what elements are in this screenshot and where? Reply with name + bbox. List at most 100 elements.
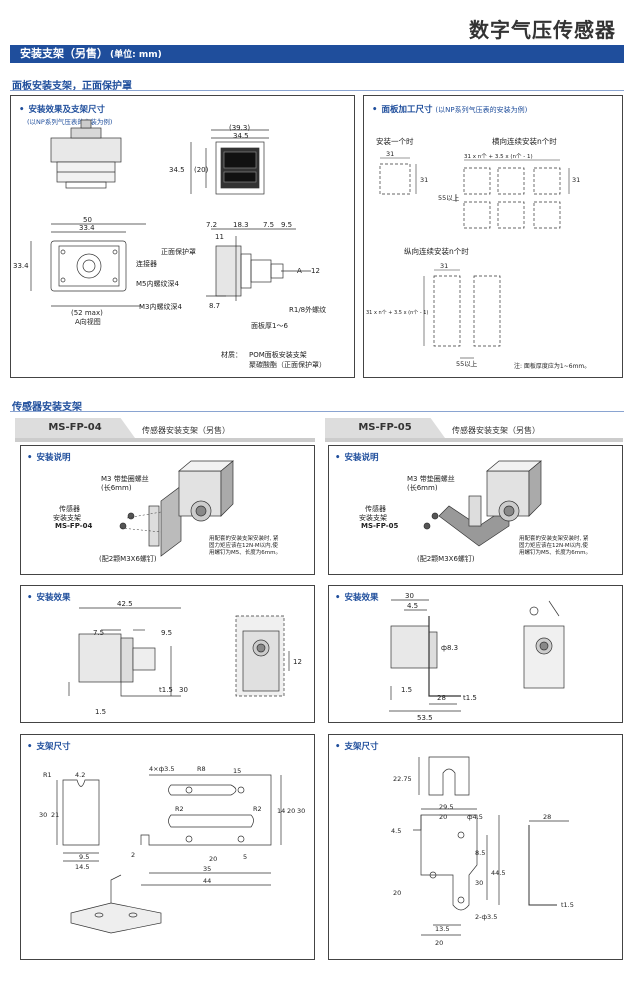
- fp05-model-label: MS-FP-05: [361, 522, 399, 530]
- fp05-note-line-1: 用配套的安装支架安装时, 紧: [519, 536, 589, 542]
- page-title: 数字气压传感器: [469, 18, 616, 42]
- fp05-effect-title: •安装效果: [335, 593, 379, 603]
- fp05-screw-length: (长6mm): [407, 484, 438, 492]
- fp05-install-title-text: 安装说明: [344, 453, 379, 463]
- fp04-bracket-label: 安装支架: [53, 514, 81, 522]
- fp05-size-13-5: 13.5: [435, 925, 449, 933]
- fp05-size-phi4-5: ф4.5: [467, 813, 483, 821]
- fp05-size-29-5: 29.5: [439, 803, 453, 811]
- fp05-install-title: •安装说明: [335, 453, 379, 463]
- fp05-screw-label: M3 带垫圈螺丝: [407, 475, 455, 483]
- fp05-sensor-label: 传感器: [365, 505, 386, 513]
- fp05-effect-panel: •安装效果 30 4.5 ф8.3 1.5 28 t1.5 53.5: [328, 585, 623, 723]
- callout-panel-thickness: 面板厚1～6: [251, 321, 288, 330]
- fp04-note-line-2: 固力矩应该在12N·M以内,使: [209, 543, 278, 549]
- panel-mount-drawing: (39.3) 34.5 34.5 (20) 50 33.4 33.4 (52 m…: [13, 119, 326, 330]
- fp04-size-r1: R1: [43, 771, 52, 779]
- fp04-effect-panel: •安装效果 42.5 7.5 9.5 12 t1.5 30 1.5: [20, 585, 315, 723]
- fp04-size-title-text: 支架尺寸: [36, 742, 71, 752]
- material-label: 材质：: [221, 351, 242, 359]
- tab-ms-fp-05-desc: 传感器安装支架（另售）: [452, 426, 540, 435]
- fp05-effect-dim-phi8-3: ф8.3: [441, 644, 458, 652]
- dim-a: A: [297, 267, 302, 275]
- fp05-effect-dim-28: 28: [437, 694, 446, 702]
- cut-footnote: 注: 面板厚度应为1~6mm。: [514, 362, 590, 370]
- fp05-effect-dim-30: 30: [405, 592, 414, 600]
- fp05-size-panel: •支架尺寸 22.75 29.5 20 ф4.5 4.5 8.5 44.5: [328, 734, 623, 960]
- fp04-sensor-label: 传感器: [59, 505, 80, 513]
- right-panel-title: •面板加工尺寸 (以NP系列气压表的安装为例): [372, 105, 528, 115]
- dim-11: 11: [215, 233, 224, 241]
- fp04-size-9-5: 9.5: [79, 853, 89, 861]
- panel-mount-divider: [10, 90, 624, 91]
- fp05-effect-drawing: 30 4.5 ф8.3 1.5 28 t1.5 53.5: [389, 592, 565, 722]
- fp05-size-t1-5: t1.5: [561, 901, 574, 909]
- dim-20: (20): [194, 166, 209, 174]
- fp04-size-5: 5: [243, 853, 247, 861]
- fp04-effect-title-text: 安装效果: [36, 593, 71, 603]
- fp04-size-title: •支架尺寸: [27, 742, 71, 752]
- fp04-effect-dim-12: 12: [293, 658, 302, 666]
- tab-ms-fp-04-line: [15, 438, 315, 442]
- label-horizontal: 横向连续安装n个时: [492, 137, 557, 146]
- left-panel-note: (以NP系列气压表的安装为例): [27, 118, 113, 126]
- fp05-size-4-5: 4.5: [391, 827, 401, 835]
- panel-mount-right-panel: •面板加工尺寸 (以NP系列气压表的安装为例) 安装一个时 横向连续安装n个时 …: [363, 95, 623, 378]
- callout-m3-thread: M3内螺纹深4: [139, 302, 182, 311]
- fp04-effect-dim-9-5: 9.5: [161, 629, 172, 637]
- fp05-size-20-c: 20: [435, 939, 443, 947]
- fp04-size-4-2: 4.2: [75, 771, 85, 779]
- tab-ms-fp-04: MS-FP-04: [15, 418, 135, 438]
- fp04-install-drawing: [119, 460, 234, 557]
- panel-mount-heading: 面板安装支架，正面保护罩: [12, 81, 132, 92]
- fp04-size-r8: R8: [197, 765, 206, 773]
- fp05-effect-dim-t1-5: t1.5: [463, 694, 477, 702]
- section-bar: 安装支架（另售）(单位: mm): [10, 45, 624, 63]
- callout-front-cover: 正面保护罩: [161, 247, 196, 256]
- fp05-size-drawing: 22.75 29.5 20 ф4.5 4.5 8.5 44.5 30 20 2-…: [391, 756, 574, 947]
- dim-34-5-top: 34.5: [233, 132, 249, 140]
- cut-dim-31-h2: 31: [572, 176, 580, 184]
- fp05-install-panel: •安装说明 M3 带垫圈螺丝 (长6mm) 传感器 安装支架 MS-FP-05 …: [328, 445, 623, 575]
- fp04-screw-length: (长6mm): [101, 484, 132, 492]
- fp04-size-15: 15: [233, 767, 241, 775]
- callout-connector: 连接器: [136, 259, 157, 268]
- cut-dim-55-h: 55以上: [438, 193, 460, 202]
- fp05-size-30: 30: [475, 879, 483, 887]
- fp04-size-20-b: 20: [209, 855, 217, 863]
- dim-7-2: 7.2: [206, 221, 217, 229]
- sensor-bracket-divider: [10, 411, 624, 412]
- fp05-note-line-2: 固力矩应该在12N·M以内,使: [519, 543, 588, 549]
- fp04-size-44: 44: [203, 877, 211, 885]
- fp05-bracket-label: 安装支架: [359, 514, 387, 522]
- fp04-effect-dim-42-5: 42.5: [117, 600, 133, 608]
- fp05-effect-title-text: 安装效果: [344, 593, 379, 603]
- fp04-model-label: MS-FP-04: [55, 522, 93, 530]
- fp04-size-drawing: R1 4.2 30 21 9.5 14.5 4×ф3.5 R8 15 R2 R2…: [39, 765, 305, 934]
- fp04-effect-drawing: 42.5 7.5 9.5 12 t1.5 30 1.5: [68, 600, 302, 716]
- sensor-bracket-heading: 传感器安装支架: [12, 402, 82, 413]
- fp04-size-14: 14: [277, 807, 285, 815]
- fp04-effect-dim-30: 30: [179, 686, 188, 694]
- right-panel-title-text: 面板加工尺寸: [381, 105, 433, 115]
- tab-ms-fp-05: MS-FP-05: [325, 418, 445, 438]
- fp05-size-28: 28: [543, 813, 551, 821]
- fp05-install-drawing: [423, 460, 542, 547]
- fp04-size-14-5: 14.5: [75, 863, 89, 871]
- panel-mount-left-panel: •安装效果及支架尺寸 (以NP系列气压表的安装为例): [10, 95, 355, 378]
- fp04-size-21: 21: [51, 811, 59, 819]
- fp04-included-screws: (配2颗M3X6螺钉): [99, 555, 157, 563]
- fp04-size-30: 30: [39, 811, 47, 819]
- fp05-note-line-3: 用螺钉为M5、长度为6mm。: [519, 550, 591, 556]
- fp05-size-title: •支架尺寸: [335, 742, 379, 752]
- fp04-install-panel: •安装说明 M3 带垫圈螺丝 (长6mm) 传感器 安装支架 MS-FP-04 …: [20, 445, 315, 575]
- cut-dim-31-h: 31: [420, 176, 428, 184]
- fp04-effect-dim-1-5: 1.5: [95, 708, 106, 716]
- fp05-effect-dim-53-5: 53.5: [417, 714, 433, 722]
- dim-33-4-top: 33.4: [79, 224, 95, 232]
- cut-dim-horizontal-formula: 31 x n个 + 3.5 x (n个 - 1): [464, 153, 533, 160]
- fp05-effect-dim-4-5: 4.5: [407, 602, 418, 610]
- fp04-size-30-b: 30: [297, 807, 305, 815]
- fp04-size-2: 2: [131, 851, 135, 859]
- material-line-2: 聚碳酸酯（正面保护罩）: [249, 361, 326, 369]
